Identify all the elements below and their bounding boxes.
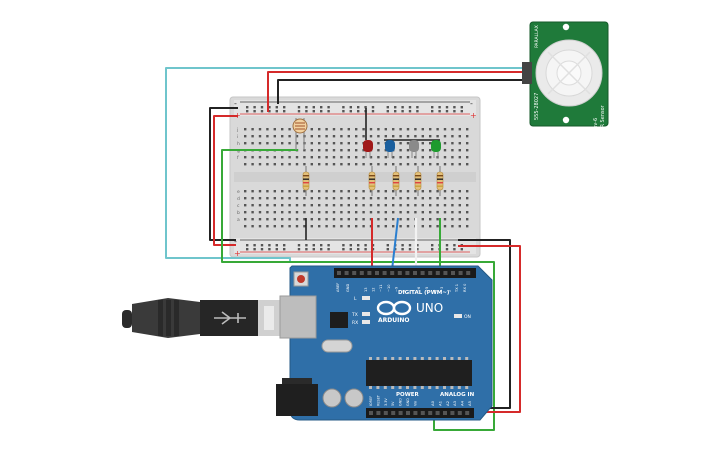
analog-pin-label: A3 (452, 400, 457, 406)
digital-pin-label: 2 (448, 290, 452, 292)
wires (165, 67, 528, 431)
row-label: h (237, 141, 240, 147)
analog-pin-label: A1 (437, 400, 442, 406)
row-label: e (237, 190, 240, 195)
pir-sensor-brand: PARALLAX (534, 25, 540, 48)
aref-label: AREF (336, 283, 340, 292)
power-pin-label: 5V (391, 401, 395, 406)
pir-sensor-part: 555-28027 (534, 93, 540, 120)
digital-pin-label: ~3 (440, 287, 444, 292)
digital-pin-label: 13 (364, 287, 368, 292)
digital-pin-label: 7 (410, 290, 414, 292)
rail-minus-label-bottom: - (234, 237, 237, 246)
wire-black-sensor (277, 79, 528, 104)
rx-label: RX (352, 320, 358, 326)
row-label: g (237, 149, 240, 154)
row-label: i (237, 134, 238, 140)
analog-pin-label: A2 (445, 400, 450, 406)
power-pin-label: IOREF (369, 396, 373, 406)
digital-pin-label: ~6 (417, 286, 421, 292)
arduino-brand: ARDUINO (378, 317, 409, 324)
row-label: a (237, 218, 240, 223)
tx-label: TX (351, 312, 358, 318)
led-blue (385, 140, 395, 158)
digital-pin-label: 12 (372, 287, 376, 292)
rail-minus-label: - (234, 99, 237, 108)
row-label: d (237, 196, 240, 202)
digital-pin-label: 8 (402, 289, 406, 292)
rail-plus-label-right: + (470, 111, 477, 120)
wire-blue-digital (391, 217, 399, 271)
analog-pin-label: A5 (467, 400, 472, 406)
power-pin-label: 3.3V (384, 398, 388, 406)
row-label: j (236, 127, 238, 133)
digital-pin-label: TX 1 (455, 284, 459, 293)
power-pin-label: RESET (376, 394, 380, 406)
on-label: ON (464, 314, 471, 320)
analog-pin-label: A4 (460, 400, 465, 406)
wire-green-ldr (221, 149, 495, 431)
power-label: POWER (396, 392, 420, 398)
led-white (409, 140, 419, 158)
analog-label: ANALOG IN (440, 392, 475, 398)
wire-red-sensor (267, 71, 528, 112)
usb-icon (122, 298, 280, 338)
led-green (431, 140, 441, 158)
rail-plus-label-bottom: + (234, 249, 241, 258)
resistors (302, 166, 444, 196)
gnd-label: GND (346, 284, 350, 292)
wire-cyan-signal (165, 67, 528, 262)
digital-pin-label: ~10 (387, 284, 391, 292)
row-label: f (237, 155, 239, 161)
digital-pin-label: ~5 (425, 287, 429, 292)
power-pin-label: Vin (413, 401, 417, 406)
infinity-logo-icon (376, 300, 412, 316)
photoresistor (292, 118, 308, 150)
digital-pin-label: 4 (432, 289, 436, 292)
digital-label: DIGITAL (PWM~) (398, 290, 450, 296)
l-label: L (354, 296, 357, 302)
analog-pin-label: A0 (430, 400, 435, 406)
rail-minus-label-right: - (470, 99, 473, 108)
arduino-model: UNO (416, 301, 443, 315)
led-red (363, 140, 373, 158)
pir-sensor-name: PIR Sensor (600, 104, 606, 132)
wire-red-left (213, 115, 238, 246)
power-pin-label: GND (406, 398, 410, 406)
digital-pin-label: ~9 (394, 286, 398, 292)
digital-pin-label: ~11 (379, 284, 383, 292)
pir-sensor-rev: Rev-6 (593, 118, 599, 132)
row-label: b (237, 210, 240, 216)
power-pin-label: GND (399, 398, 403, 406)
digital-pin-label: RX 0 (463, 283, 467, 292)
row-label: c (237, 204, 240, 209)
arduino-uno: ARDUINO UNO DIGITAL (PWM~) ANALOG IN POW… (122, 265, 493, 421)
pir-sensor: PIR Sensor Rev-6 555-28027 PARALLAX (522, 21, 609, 132)
